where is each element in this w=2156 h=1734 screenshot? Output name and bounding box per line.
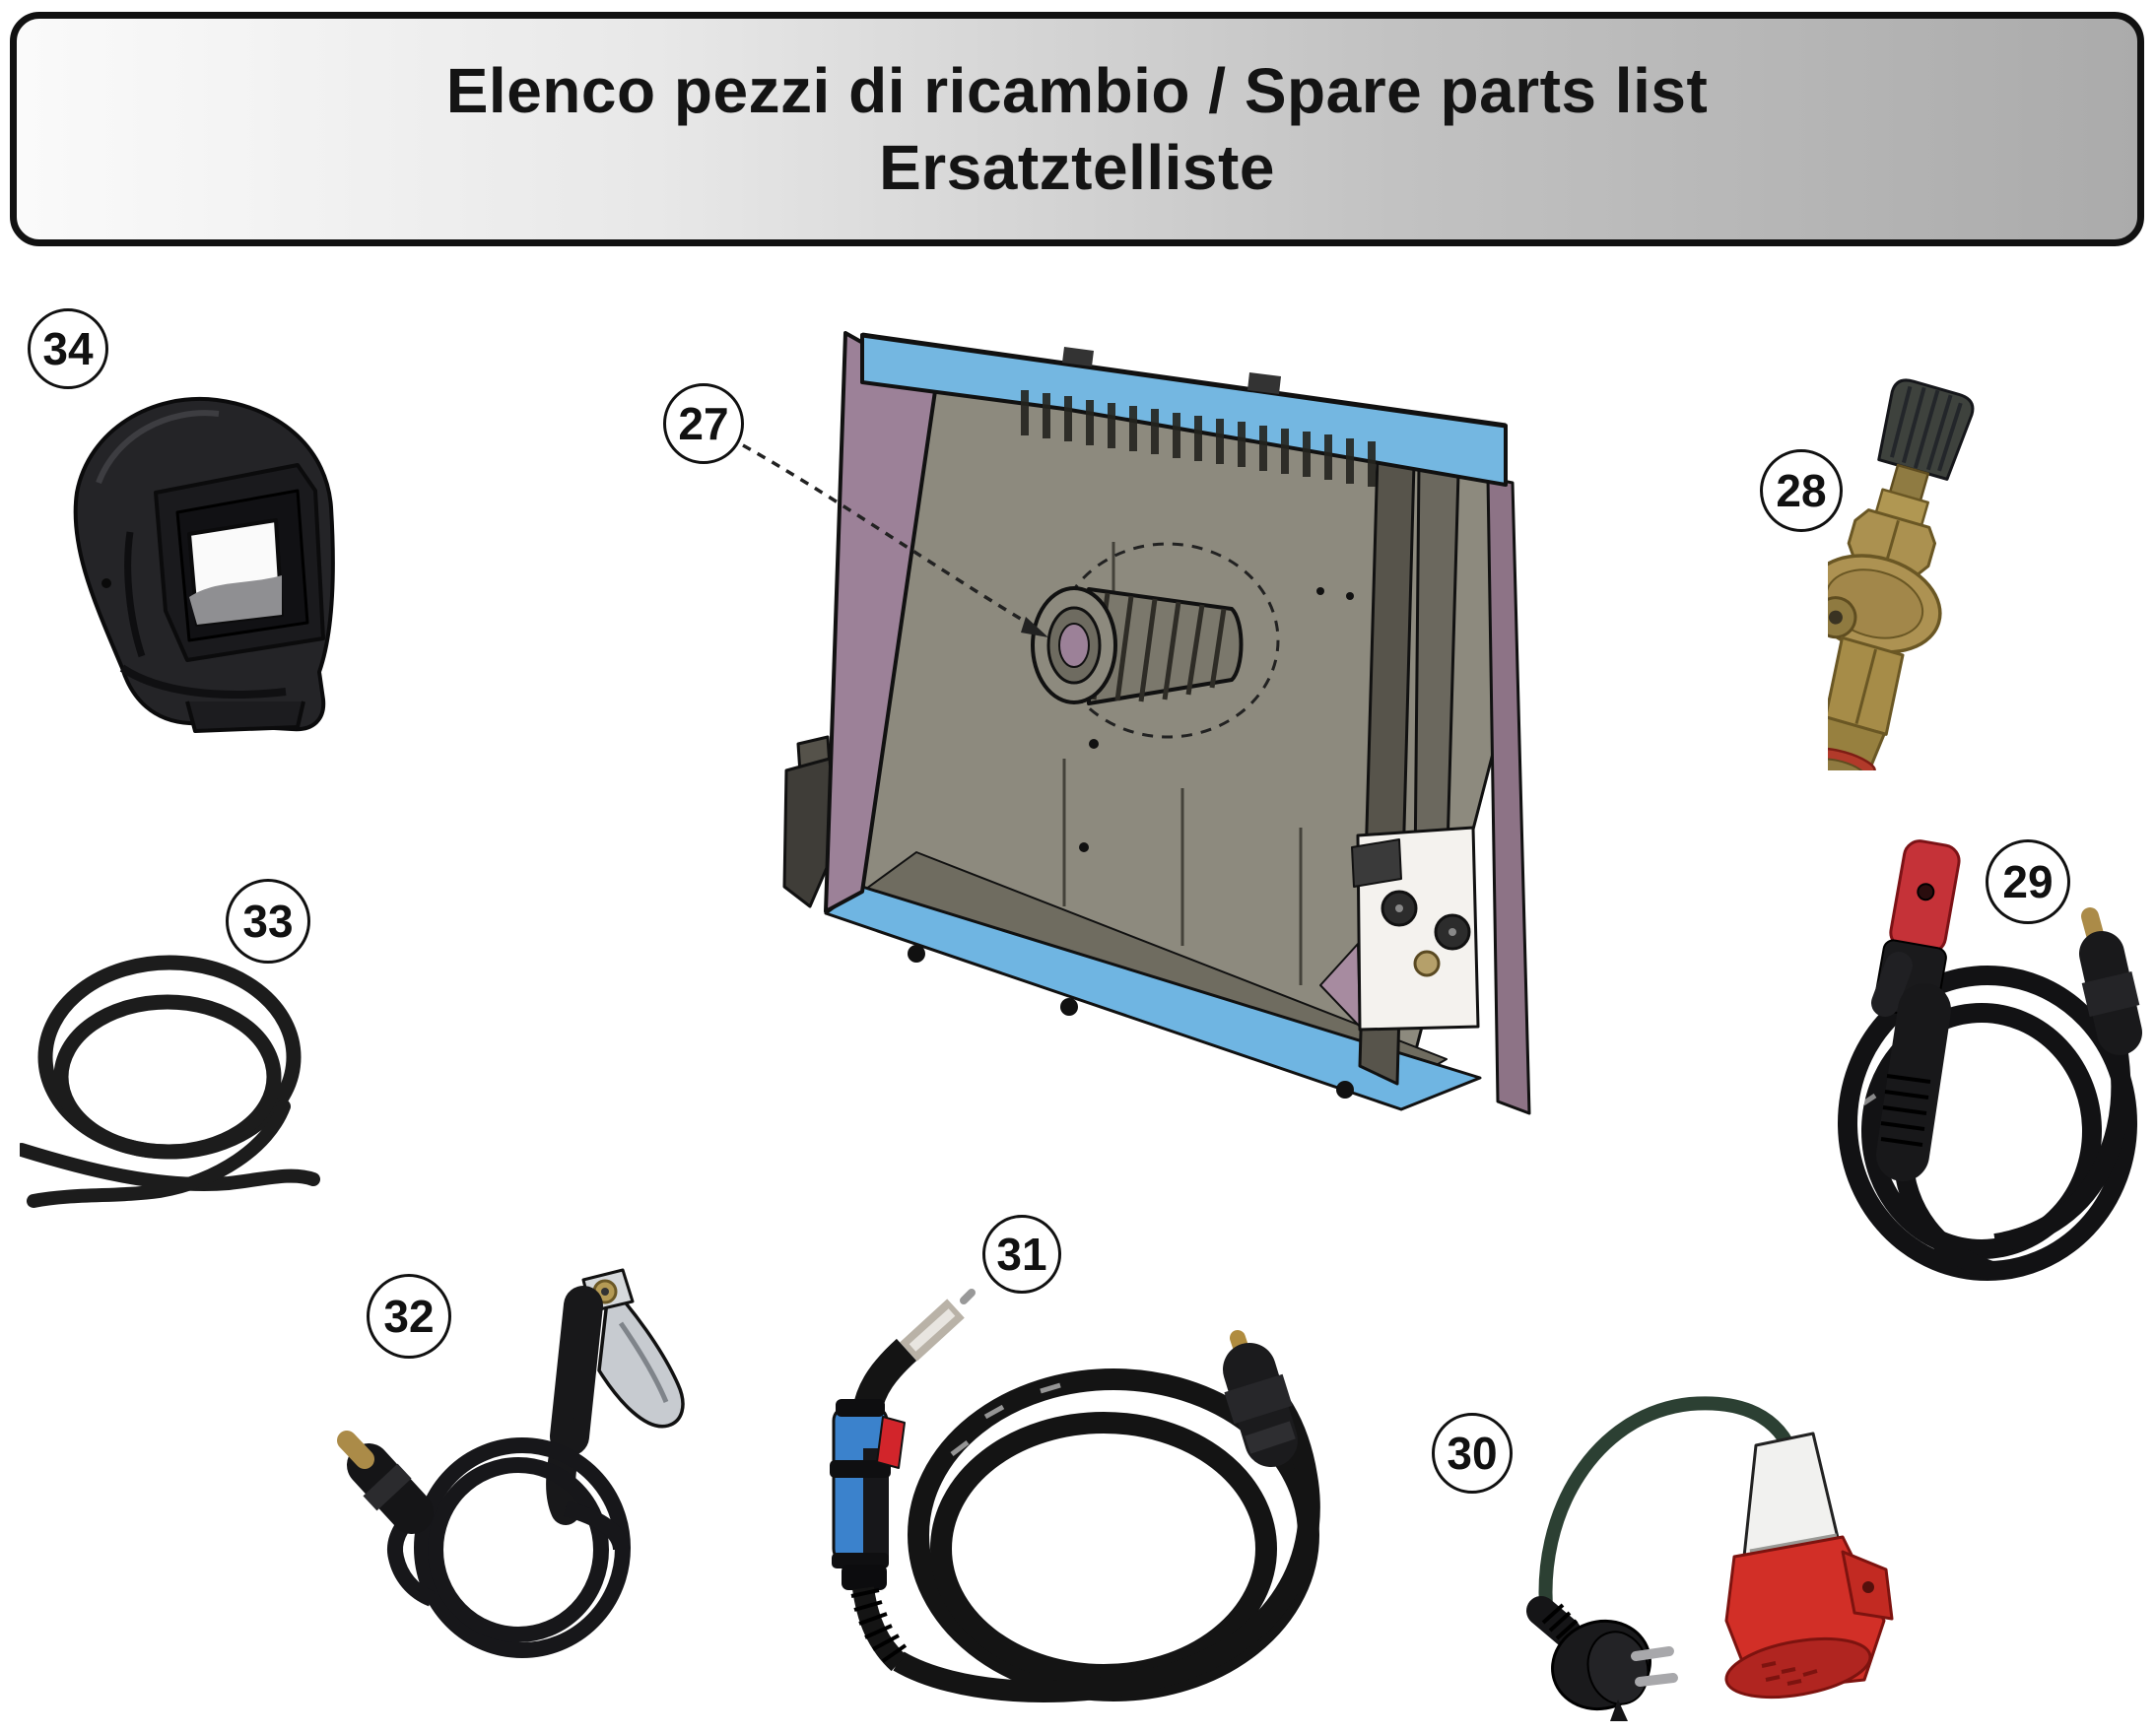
callout-31-number: 31	[996, 1229, 1047, 1280]
holder-lever	[1871, 952, 1913, 1017]
knob-knurls	[1890, 385, 1963, 472]
regulator-outlet	[1828, 758, 1866, 770]
cee-socket	[1724, 1432, 1894, 1700]
socket-embossing	[1761, 1661, 1818, 1686]
side-ridge	[124, 531, 146, 658]
handle-band-1	[830, 1460, 891, 1478]
callout-33-number: 33	[242, 896, 294, 947]
callout-27-leader-line	[742, 443, 1048, 637]
callout-30: 30	[1432, 1413, 1513, 1494]
handle-collar	[842, 1565, 887, 1590]
welding-helmet-illustration	[73, 397, 335, 733]
socket-bottom-face	[1724, 1636, 1872, 1700]
electrode-holder-illustration	[1838, 839, 2142, 1281]
roof-edge	[861, 332, 1507, 429]
spool-holder-spindle	[1031, 586, 1244, 705]
handle-top-cap	[836, 1399, 885, 1417]
cable-glints	[950, 1382, 1061, 1456]
strain-relief	[852, 1586, 907, 1672]
plug-pin-1	[1631, 1646, 1674, 1661]
contact-tip	[960, 1289, 976, 1304]
page-title: Elenco pezzi di ricambio / Spare parts l…	[445, 54, 1709, 126]
callout-32-number: 32	[383, 1291, 435, 1342]
holder-lower-grip	[1876, 983, 1951, 1181]
clamp-cable-loop	[387, 1437, 631, 1658]
power-plug-adapter-illustration	[1526, 1396, 1894, 1721]
lens-shadow	[189, 575, 282, 625]
callout-33: 33	[226, 879, 310, 964]
callout-29-number: 29	[2002, 856, 2054, 907]
callout-28-number: 28	[1776, 465, 1827, 516]
gas-hose-illustration	[20, 955, 320, 1208]
earth-clamp-illustration	[337, 1268, 685, 1658]
callout-32: 32	[367, 1274, 451, 1359]
leader-arrowhead	[1021, 617, 1048, 637]
callout-34-number: 34	[42, 323, 94, 374]
regulator-lower-block	[1828, 635, 1905, 736]
holder-cable-glints	[1861, 1040, 1891, 1106]
wire-feeder-unit	[1319, 826, 1480, 1032]
hose-loop-inner	[53, 994, 282, 1160]
roof-clip-2	[1062, 347, 1094, 367]
callout-29: 29	[1986, 839, 2070, 924]
torch-euro-connector	[1223, 1330, 1298, 1467]
clamp-handle	[550, 1286, 603, 1456]
holder-grip-ribs	[1880, 1074, 1931, 1147]
vent-slots	[1021, 390, 1376, 487]
plug-earth-tab	[1610, 1700, 1628, 1721]
clamp-connector-pin	[337, 1431, 374, 1469]
header-banner: Elenco pezzi di ricambio / Spare parts l…	[10, 12, 2144, 246]
hose-end-left	[27, 1100, 291, 1208]
bottom-screws	[908, 945, 1354, 1099]
helmet-chin-guard	[185, 700, 305, 733]
callout-27: 27	[663, 383, 744, 464]
schuko-plug	[1526, 1596, 1678, 1721]
mig-torch-illustration	[830, 1289, 1320, 1702]
wall-seams	[1062, 542, 1303, 985]
plug-face	[1586, 1631, 1650, 1705]
strain-relief-ribs	[850, 1588, 908, 1663]
page-subtitle: Ersatztelliste	[879, 132, 1275, 203]
gas-regulator-illustration	[1828, 378, 1975, 770]
feeder-gear	[1413, 950, 1441, 977]
callout-27-number: 27	[678, 398, 729, 449]
callout-34: 34	[28, 308, 108, 389]
plug-gland	[1526, 1596, 1582, 1647]
holder-screw	[1917, 883, 1935, 901]
callout-30-number: 30	[1447, 1428, 1498, 1479]
callout-28: 28	[1760, 449, 1843, 532]
roof-clip-1	[1247, 372, 1281, 394]
helmet-highlight	[96, 410, 220, 485]
machine-right-edge	[1486, 476, 1531, 1115]
wall-screws	[1079, 587, 1354, 852]
adapter-cable	[1538, 1396, 1802, 1626]
machine-front-block	[782, 757, 838, 908]
welding-machine-illustration	[782, 331, 1531, 1115]
holder-cable-connector	[2079, 907, 2142, 1055]
plug-pin-2	[1635, 1673, 1678, 1687]
torch-trigger	[876, 1416, 906, 1469]
callout-31: 31	[982, 1215, 1061, 1294]
